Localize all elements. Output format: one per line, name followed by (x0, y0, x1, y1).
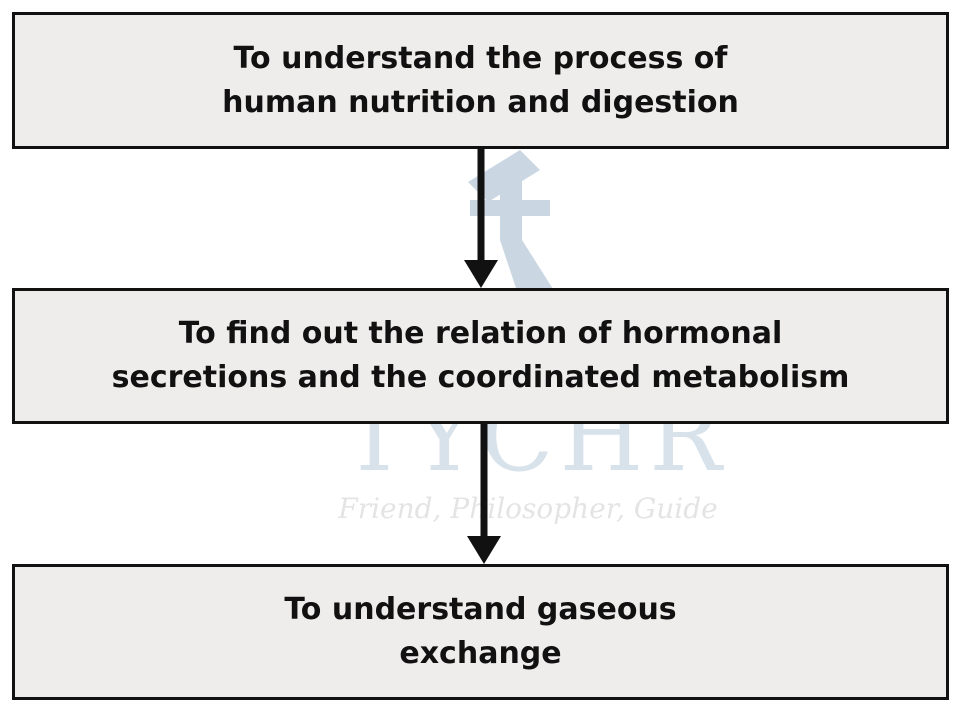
arrow-step-2-to-3 (467, 424, 501, 564)
flow-step-2-line-1: To find out the relation of hormonal (178, 316, 783, 351)
flow-step-2: To find out the relation of hormonal sec… (12, 288, 949, 424)
flow-step-2-line-2: secretions and the coordinated metabolis… (111, 360, 850, 395)
flow-step-3: To understand gaseous exchange (12, 564, 949, 700)
flow-step-3-line-1: To understand gaseous (284, 592, 677, 627)
flow-step-3-line-2: exchange (399, 636, 562, 671)
flow-step-1-line-2: human nutrition and digestion (222, 84, 739, 120)
flow-step-1-line-1: To understand the process of (233, 40, 728, 76)
flow-step-1: To understand the process of human nutri… (12, 12, 949, 149)
arrow-step-1-to-2 (464, 149, 498, 288)
